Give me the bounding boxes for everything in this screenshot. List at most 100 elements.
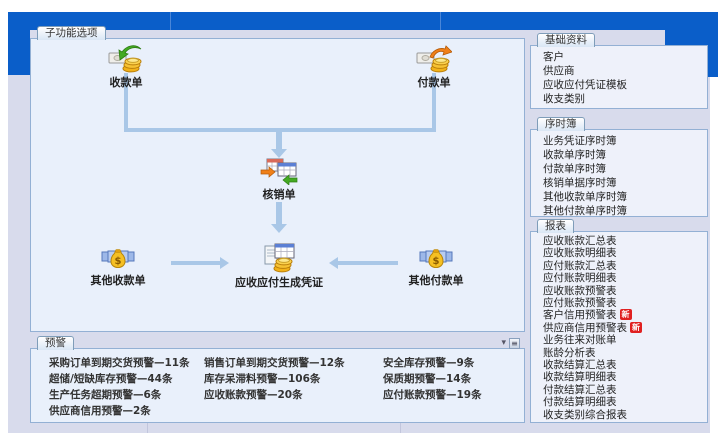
flow-node-receipt[interactable]: 收款单: [66, 45, 186, 90]
sidebar-item-report[interactable]: 应付账款明细表: [543, 272, 707, 284]
connector-other-receipt: [171, 261, 221, 265]
subfunction-panel: 子功能选项 收款单: [30, 26, 525, 332]
sidebar-item-report[interactable]: 应收账款预警表: [543, 285, 707, 297]
report-label: 应付账款汇总表: [543, 259, 617, 272]
flow-node-voucher[interactable]: 应收应付生成凭证: [219, 243, 339, 290]
flow-node-writeoff[interactable]: 核销单: [219, 157, 339, 202]
alert-item[interactable]: 库存呆滞料预警—106条: [204, 373, 321, 385]
sidebar-item-voucher-template[interactable]: 应收应付凭证模板: [543, 79, 627, 91]
basic-data-list: 客户 供应商 应收应付凭证模板 收支类别: [531, 46, 707, 106]
title-bar-separator: [170, 12, 171, 30]
sidebar-item-supplier[interactable]: 供应商: [543, 65, 575, 77]
report-label: 应付账款明细表: [543, 272, 617, 285]
sidebar-item-report[interactable]: 应收账款明细表: [543, 247, 707, 259]
report-label: 业务往来对账单: [543, 334, 617, 347]
tab-alerts[interactable]: 预警: [37, 336, 74, 350]
alert-item[interactable]: 生产任务超期预警—6条: [49, 389, 162, 401]
sidebar-item-report[interactable]: 客户信用预警表新: [543, 309, 707, 321]
dropdown-icon[interactable]: ▾: [501, 338, 506, 348]
tab-basic-data[interactable]: 基础资料: [537, 33, 595, 47]
report-label: 应付账款预警表: [543, 297, 617, 310]
arrowhead-to-writeoff: [271, 149, 287, 158]
connector-receipt-down: [124, 73, 128, 130]
alert-item[interactable]: 供应商信用预警—2条: [49, 405, 151, 417]
sidebar-item-report[interactable]: 收款结算汇总表: [543, 359, 707, 371]
sidebar-item-customer[interactable]: 客户: [543, 51, 564, 63]
menu-icon[interactable]: ≡: [509, 338, 520, 349]
report-label: 收支类别综合报表: [543, 408, 627, 421]
alerts-column-1: 采购订单到期交货预警—11条 超储/短缺库存预警—44条 生产任务超期预警—6条…: [49, 355, 190, 419]
reports-panel: 报表 应收账款汇总表 应收账款明细表 应付账款汇总表 应付账款明细表 应收账款预…: [530, 219, 708, 423]
journal-list: 业务凭证序时簿 收款单序时簿 付款单序时簿 核销单据序时簿 其他收款单序时簿 其…: [531, 130, 707, 218]
report-label: 付款结算明细表: [543, 396, 617, 409]
alert-item[interactable]: 采购订单到期交货预警—11条: [49, 357, 190, 369]
sidebar-item-report[interactable]: 付款结算明细表: [543, 396, 707, 408]
alert-item[interactable]: 安全库存预警—9条: [383, 357, 475, 369]
sidebar-item-journal[interactable]: 业务凭证序时簿: [543, 135, 617, 147]
report-label: 应收账款预警表: [543, 284, 617, 297]
report-label: 供应商信用预警表: [543, 321, 627, 334]
tab-journal[interactable]: 序时簿: [537, 117, 585, 131]
sidebar-item-journal[interactable]: 其他付款单序时簿: [543, 205, 627, 217]
title-bar-separator: [440, 12, 441, 30]
svg-text:$: $: [433, 256, 440, 267]
sidebar-item-journal[interactable]: 核销单据序时簿: [543, 177, 617, 189]
writeoff-sheets-icon: [260, 158, 298, 185]
report-label: 客户信用预警表: [543, 309, 617, 322]
voucher-docs-coins-icon: [264, 243, 295, 273]
report-label: 收款结算明细表: [543, 371, 617, 384]
sidebar-item-journal[interactable]: 其他收款单序时簿: [543, 191, 627, 203]
connector-payment-down: [432, 73, 436, 130]
report-label: 应收账款汇总表: [543, 235, 617, 247]
svg-text:$: $: [115, 256, 122, 267]
sidebar-item-journal[interactable]: 付款单序时簿: [543, 163, 606, 175]
tab-reports[interactable]: 报表: [537, 219, 574, 233]
alert-item[interactable]: 保质期预警—14条: [383, 373, 472, 385]
flow-node-label: 其他付款单: [408, 274, 464, 287]
connector-to-voucher: [276, 202, 282, 225]
sidebar-item-report[interactable]: 付款结算汇总表: [543, 384, 707, 396]
sidebar-item-report[interactable]: 应收账款汇总表: [543, 235, 707, 247]
alerts-column-2: 销售订单到期交货预警—12条 库存呆滞料预警—106条 应收账款预警—20条: [204, 355, 345, 403]
window-chrome-left: [8, 30, 30, 75]
window-title-bar: [8, 12, 718, 30]
report-label: 应收账款明细表: [543, 247, 617, 260]
connector-to-writeoff: [276, 128, 282, 150]
money-bag-icon: $: [419, 249, 453, 269]
flow-node-label: 付款单: [417, 76, 451, 89]
connector-other-payment: [338, 261, 398, 265]
sidebar-item-income-expense-category[interactable]: 收支类别: [543, 93, 585, 105]
report-label: 账龄分析表: [543, 346, 596, 359]
sidebar-item-report[interactable]: 收支类别综合报表: [543, 409, 707, 421]
sidebar-item-journal[interactable]: 收款单序时簿: [543, 149, 606, 161]
new-badge: 新: [630, 321, 642, 333]
sidebar-item-report[interactable]: 账龄分析表: [543, 347, 707, 359]
status-strip-separator: [400, 421, 401, 433]
alerts-panel-tools: ▾ ≡: [501, 338, 520, 349]
sidebar-item-report[interactable]: 应付账款汇总表: [543, 260, 707, 272]
tab-subfunction-options[interactable]: 子功能选项: [37, 26, 106, 40]
flow-node-payment[interactable]: 付款单: [374, 45, 494, 90]
flow-node-other-payment[interactable]: $ 其他付款单: [376, 245, 496, 288]
alert-item[interactable]: 应付账款预警—19条: [383, 389, 482, 401]
alert-item[interactable]: 应收账款预警—20条: [204, 389, 303, 401]
sidebar-item-report[interactable]: 业务往来对账单: [543, 334, 707, 346]
flow-node-label: 其他收款单: [90, 274, 146, 287]
flow-node-label: 收款单: [109, 76, 143, 89]
arrowhead-other-receipt: [220, 257, 229, 269]
flow-node-other-receipt[interactable]: $ 其他收款单: [58, 245, 178, 288]
arrowhead-other-payment: [329, 257, 338, 269]
alert-item[interactable]: 超储/短缺库存预警—44条: [49, 373, 173, 385]
sidebar-item-report[interactable]: 收款结算明细表: [543, 371, 707, 383]
report-label: 付款结算汇总表: [543, 383, 617, 396]
flow-node-label: 应收应付生成凭证: [235, 276, 323, 289]
status-strip-separator: [147, 421, 148, 433]
alert-item[interactable]: 销售订单到期交货预警—12条: [204, 357, 345, 369]
arrowhead-to-voucher: [271, 224, 287, 233]
alerts-panel: 预警 ▾ ≡ 采购订单到期交货预警—11条 超储/短缺库存预警—44条 生产任务…: [30, 336, 525, 423]
flow-node-label: 核销单: [262, 188, 296, 201]
sidebar-item-report[interactable]: 供应商信用预警表新: [543, 321, 707, 334]
sidebar-item-report[interactable]: 应付账款预警表: [543, 297, 707, 309]
receipt-bill-icon: [108, 45, 142, 73]
